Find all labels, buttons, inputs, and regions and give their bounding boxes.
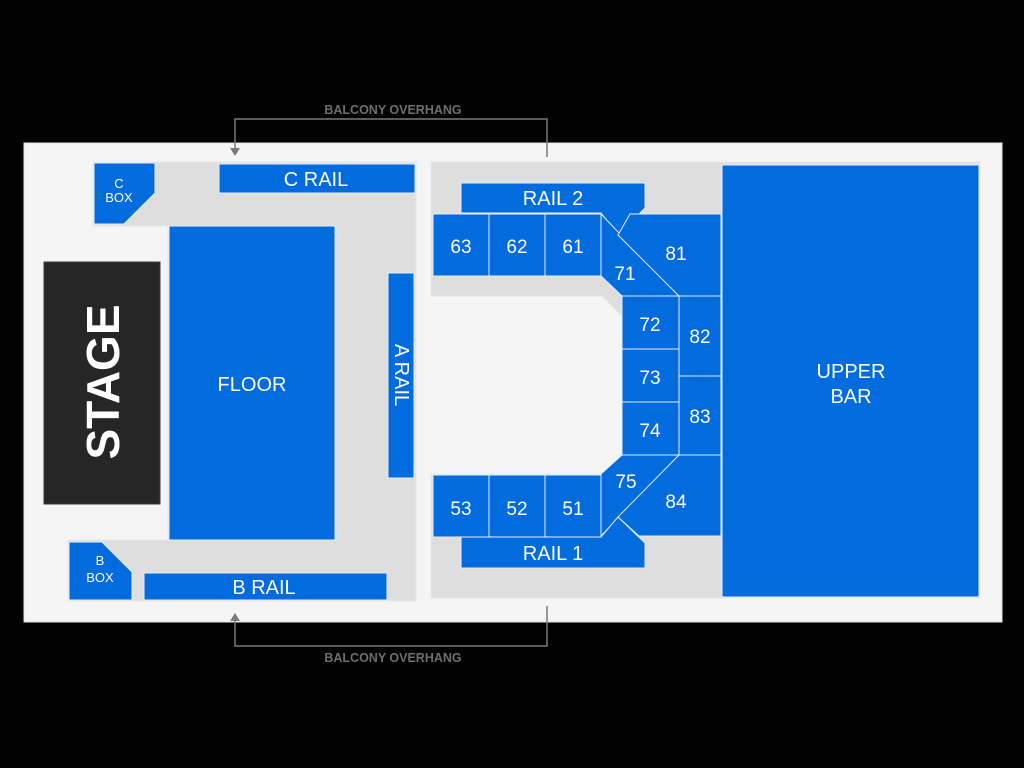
section-52[interactable]: 52	[488, 474, 546, 538]
section-61[interactable]: 61	[544, 213, 602, 277]
arrow-down-icon	[230, 148, 240, 156]
section-upper-bar[interactable]: UPPER BAR	[721, 164, 980, 598]
balcony-overhang-annotation-top: BALCONY OVERHANG	[230, 103, 548, 157]
section-floor[interactable]: FLOOR	[168, 225, 336, 541]
section-63[interactable]: 63	[432, 213, 490, 277]
balcony-overhang-annotation-bottom: BALCONY OVERHANG	[230, 606, 548, 665]
section-82[interactable]: 82	[678, 295, 722, 377]
arrow-up-icon	[230, 613, 240, 621]
bracket-line-top	[234, 118, 548, 157]
section-83[interactable]: 83	[678, 375, 722, 456]
section-51[interactable]: 51	[544, 474, 602, 538]
section-53[interactable]: 53	[432, 474, 490, 538]
section-a-rail[interactable]: A RAIL	[387, 272, 415, 479]
balcony-overhang-label-top: BALCONY OVERHANG	[324, 103, 461, 117]
bracket-line-bottom	[234, 606, 548, 647]
section-b-rail[interactable]: B RAIL	[143, 572, 388, 601]
section-c-rail[interactable]: C RAIL	[218, 163, 416, 194]
section-72[interactable]: 72	[621, 295, 680, 350]
balcony-overhang-label-bottom: BALCONY OVERHANG	[324, 651, 461, 665]
stage: STAGE	[43, 261, 161, 505]
section-74[interactable]: 74	[621, 401, 680, 456]
section-62[interactable]: 62	[488, 213, 546, 277]
section-73[interactable]: 73	[621, 348, 680, 403]
